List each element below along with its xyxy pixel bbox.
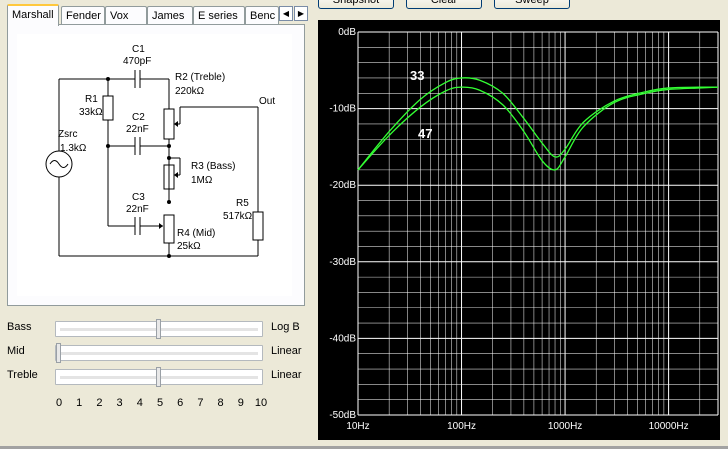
scale-tick-3: 3 [116,397,123,409]
x-tick-label: 1000Hz [548,421,582,432]
tone-stack-schematic: C1 470pF R1 33kΩ R2 (Treble) 220kΩ Out C… [17,34,292,296]
r3-label: R3 (Bass) [191,161,235,172]
c3-label: C3 [132,192,145,203]
c2-label: C2 [132,112,145,123]
c2-value: 22nF [126,124,149,135]
scale-tick-7: 7 [197,397,204,409]
scale-tick-8: 8 [217,397,224,409]
r1-value: 33kΩ [79,107,103,118]
tab-marshall[interactable]: Marshall [7,4,59,26]
x-tick-label: 100Hz [447,421,476,432]
treble-taper-label: Linear [271,369,302,381]
y-tick-label: -30dB [329,257,356,268]
treble-control-row: Treble Linear [7,367,307,387]
scale-tick-2: 2 [96,397,103,409]
tab-benc[interactable]: Benc [245,6,279,25]
bass-taper-label: Log B [271,321,300,333]
treble-label: Treble [7,369,38,381]
r4-label: R4 (Mid) [177,228,215,239]
scale-tick-1: 1 [76,397,83,409]
response-curves [357,77,719,171]
c1-value: 470pF [123,56,151,67]
tab-james[interactable]: James [147,6,193,25]
x-tick-label: 10000Hz [649,421,689,432]
r5-value: 517kΩ [223,211,253,222]
scale-tick-0: 0 [55,397,63,409]
scale-tick-4: 4 [136,397,143,409]
x-axis-labels: 10Hz 100Hz 1000Hz 10000Hz [346,421,688,432]
c1-label: C1 [132,44,145,55]
clear-button[interactable]: Clear [406,0,482,9]
bass-control-row: Bass Log B [7,319,307,339]
scale-tick-9: 9 [237,397,244,409]
mid-slider-thumb[interactable] [56,343,61,363]
mid-taper-label: Linear [271,345,302,357]
bass-label: Bass [7,321,32,333]
sweep-button[interactable]: Sweep [494,0,570,9]
mid-label: Mid [7,345,25,357]
y-axis-labels: 0dB -10dB -20dB -30dB -40dB -50dB [329,27,356,421]
tab-vox[interactable]: Vox [105,6,147,25]
scale-tick-5: 5 [156,397,164,409]
schematic-diagram: C1 470pF R1 33kΩ R2 (Treble) 220kΩ Out C… [45,44,275,258]
y-tick-label: -20dB [329,180,356,191]
mid-slider[interactable] [55,343,263,363]
zsrc-value: 1.3kΩ [60,143,87,154]
bass-slider[interactable] [55,319,263,339]
curve-annotation-47: 47 [418,126,432,141]
r2-value: 220kΩ [175,86,205,97]
tab-e-series[interactable]: E series [193,6,245,25]
treble-slider-thumb[interactable] [155,367,161,387]
r3-value: 1MΩ [191,175,213,186]
zsrc-label: Zsrc [58,129,77,140]
y-tick-label: -10dB [329,104,356,115]
x-tick-label: 10Hz [346,421,369,432]
status-strip [0,446,728,449]
tab-scroll-left-icon[interactable]: ◀ [279,6,293,21]
response-curve-1 [357,77,719,171]
r4-value: 25kΩ [177,241,201,252]
treble-slider[interactable] [55,367,263,387]
y-tick-label: 0dB [338,27,356,38]
bass-slider-thumb[interactable] [155,319,161,339]
r1-label: R1 [85,94,98,105]
tab-fender[interactable]: Fender [61,6,105,25]
scale-tick-10: 10 [254,397,268,409]
scale-tick-6: 6 [177,397,184,409]
slider-scale: 0 1 2 3 4 5 6 7 8 9 10 [0,397,300,411]
y-tick-label: -50dB [329,410,356,421]
r5-label: R5 [236,198,249,209]
c3-value: 22nF [126,204,149,215]
r2-label: R2 (Treble) [175,72,225,83]
out-label: Out [259,96,275,107]
preset-tab-strip: Marshall Fender Vox James E series Benc … [7,4,311,26]
snapshot-button[interactable]: Snapshot [318,0,394,9]
mid-control-row: Mid Linear [7,343,307,363]
response-curve-2 [357,86,719,171]
curve-annotation-33: 33 [410,68,424,83]
y-tick-label: -40dB [329,333,356,344]
tab-scroll-right-icon[interactable]: ▶ [294,6,308,21]
